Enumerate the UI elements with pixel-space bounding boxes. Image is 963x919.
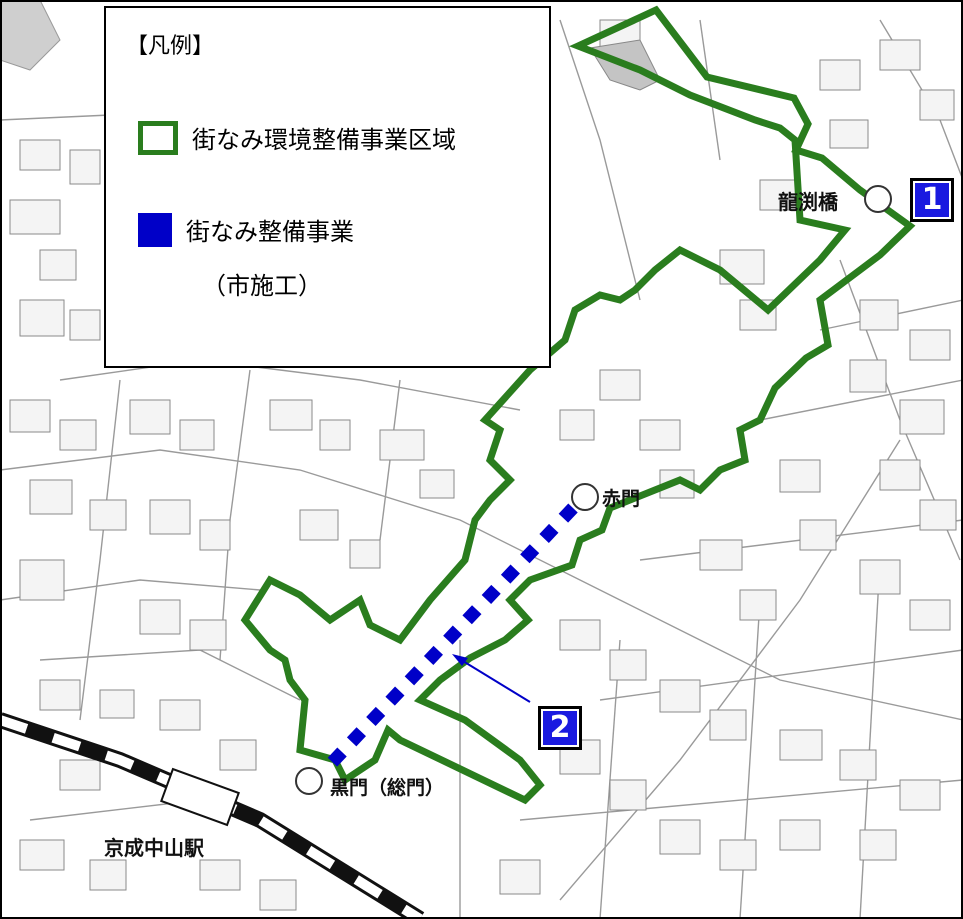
akamon-marker [571, 483, 599, 511]
label-akamon: 赤門 [602, 488, 641, 510]
project-line [320, 503, 578, 775]
marker-badge-2: 2 [538, 706, 582, 750]
marker-badge-1: 1 [910, 178, 954, 222]
legend-area-swatch [138, 120, 178, 155]
building-footprints [9, 19, 957, 911]
pointer-arrow [452, 654, 531, 703]
ryuenkyo-marker [864, 185, 892, 213]
label-ryuenkyo: 龍渕橋 [778, 190, 838, 214]
legend-sub-label: （市施工） [202, 272, 322, 300]
legend-row-area: 街なみ環境整備事業区域 [138, 120, 456, 155]
station-building [160, 767, 240, 827]
kuromon-marker [295, 767, 323, 795]
label-kuromon: 黒門（総門） [330, 777, 445, 799]
legend-project-label: 街なみ整備事業 [186, 218, 354, 246]
pond-left [0, 0, 61, 71]
legend-row-project: 街なみ整備事業 [138, 212, 354, 247]
label-station: 京成中山駅 [104, 836, 204, 860]
legend-project-swatch [138, 212, 172, 247]
legend-box: 【凡例】 街なみ環境整備事業区域 街なみ整備事業 （市施工） [104, 6, 551, 368]
legend-title: 【凡例】 [126, 34, 215, 59]
legend-area-label: 街なみ環境整備事業区域 [192, 126, 456, 154]
project-area-outline [240, 5, 916, 805]
